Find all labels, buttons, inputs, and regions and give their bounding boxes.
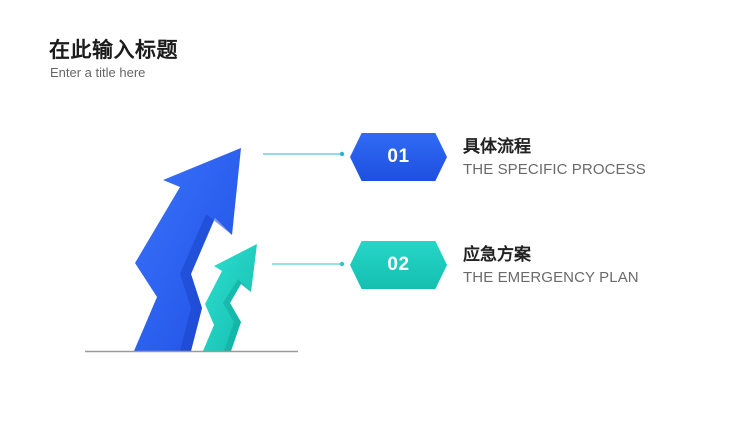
connector-line-1 <box>263 151 345 157</box>
page-title: 在此输入标题 <box>49 38 178 62</box>
step-title-01: 具体流程 <box>463 137 531 157</box>
page-subtitle: Enter a title here <box>50 65 146 80</box>
step-subtitle-02: THE EMERGENCY PLAN <box>463 269 639 286</box>
blue-arrow-icon <box>134 148 241 351</box>
step-badge-02: 02 <box>350 241 447 289</box>
teal-arrow-icon <box>203 244 257 351</box>
connector-line-2 <box>272 261 345 267</box>
step-title-02: 应急方案 <box>463 245 531 265</box>
step-subtitle-01: THE SPECIFIC PROCESS <box>463 161 646 178</box>
step-badge-01: 01 <box>350 133 447 181</box>
